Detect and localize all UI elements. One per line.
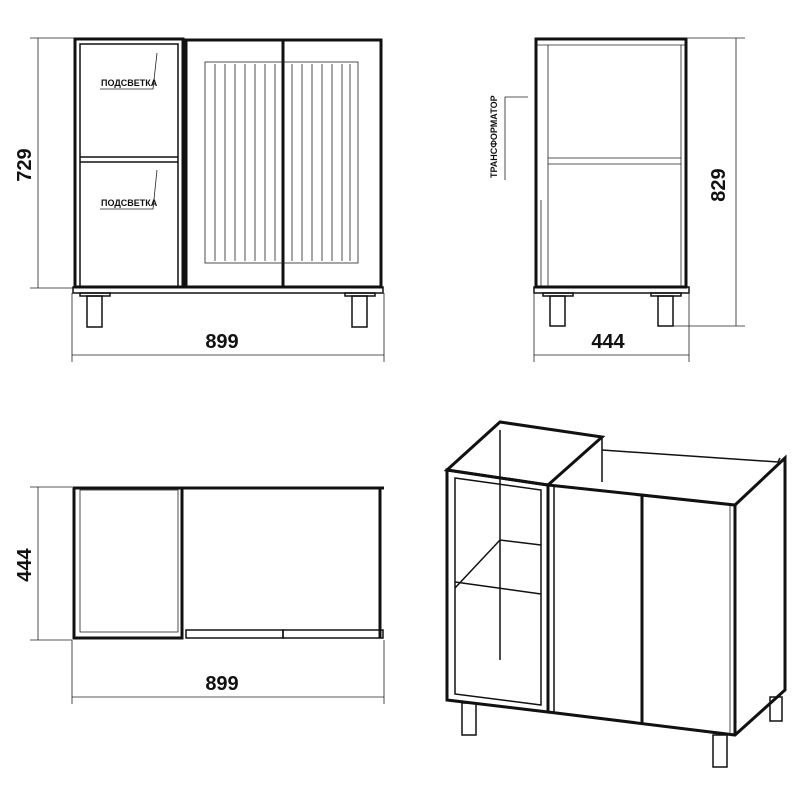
front-width-dimension: 899: [205, 331, 238, 353]
door-fluting: [214, 64, 351, 261]
top-depth-dimension: 444: [14, 547, 36, 581]
front-view: ПОДСВЕТКА ПОДСВЕТКА 729 899: [14, 37, 385, 362]
top-width-dimension: 899: [205, 673, 238, 695]
side-height-dimension: 829: [708, 168, 730, 201]
side-view: ТРАНСФОРМАТОР 829 444: [489, 37, 745, 362]
transformer-label: ТРАНСФОРМАТОР: [489, 95, 499, 178]
top-view: 444 899: [14, 486, 385, 704]
isometric-view: [443, 420, 787, 768]
front-height-dimension: 729: [14, 148, 36, 181]
side-depth-dimension: 444: [591, 331, 625, 353]
backlight-label-lower: ПОДСВЕТКА: [101, 198, 158, 208]
backlight-label-upper: ПОДСВЕТКА: [101, 78, 158, 88]
